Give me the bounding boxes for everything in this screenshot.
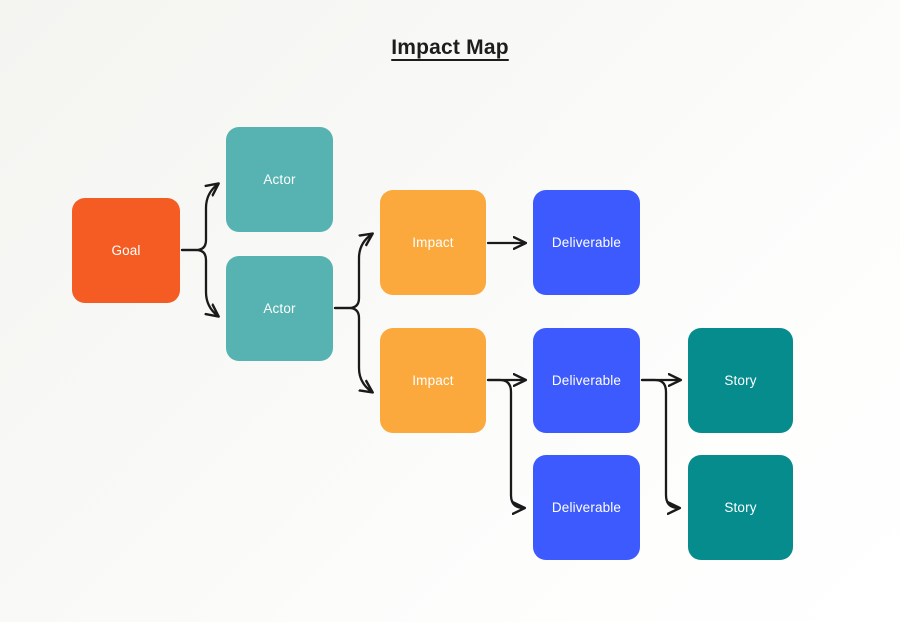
node-goal[interactable]: Goal bbox=[72, 198, 180, 303]
node-actor-1[interactable]: Actor bbox=[226, 127, 333, 232]
node-story-1[interactable]: Story bbox=[688, 328, 793, 433]
node-deliverable-2[interactable]: Deliverable bbox=[533, 328, 640, 433]
node-deliverable-3[interactable]: Deliverable bbox=[533, 455, 640, 560]
page-title: Impact Map bbox=[391, 36, 509, 59]
node-label: Deliverable bbox=[551, 235, 622, 250]
connector-deliverable2-to-stories bbox=[640, 380, 680, 508]
node-label: Actor bbox=[263, 172, 296, 187]
node-label: Deliverable bbox=[551, 373, 622, 388]
node-label: Goal bbox=[111, 243, 141, 258]
connector-impact2-to-deliverables bbox=[486, 380, 525, 508]
node-story-2[interactable]: Story bbox=[688, 455, 793, 560]
connector-goal-to-actors bbox=[180, 184, 218, 316]
node-deliverable-1[interactable]: Deliverable bbox=[533, 190, 640, 295]
node-label: Impact bbox=[412, 235, 454, 250]
node-actor-2[interactable]: Actor bbox=[226, 256, 333, 361]
node-impact-1[interactable]: Impact bbox=[380, 190, 486, 295]
node-label: Story bbox=[724, 373, 757, 388]
node-label: Impact bbox=[412, 373, 454, 388]
node-impact-2[interactable]: Impact bbox=[380, 328, 486, 433]
connector-actor2-to-impacts bbox=[333, 234, 372, 392]
node-label: Actor bbox=[263, 301, 296, 316]
node-label: Story bbox=[724, 500, 757, 515]
node-label: Deliverable bbox=[551, 500, 622, 515]
